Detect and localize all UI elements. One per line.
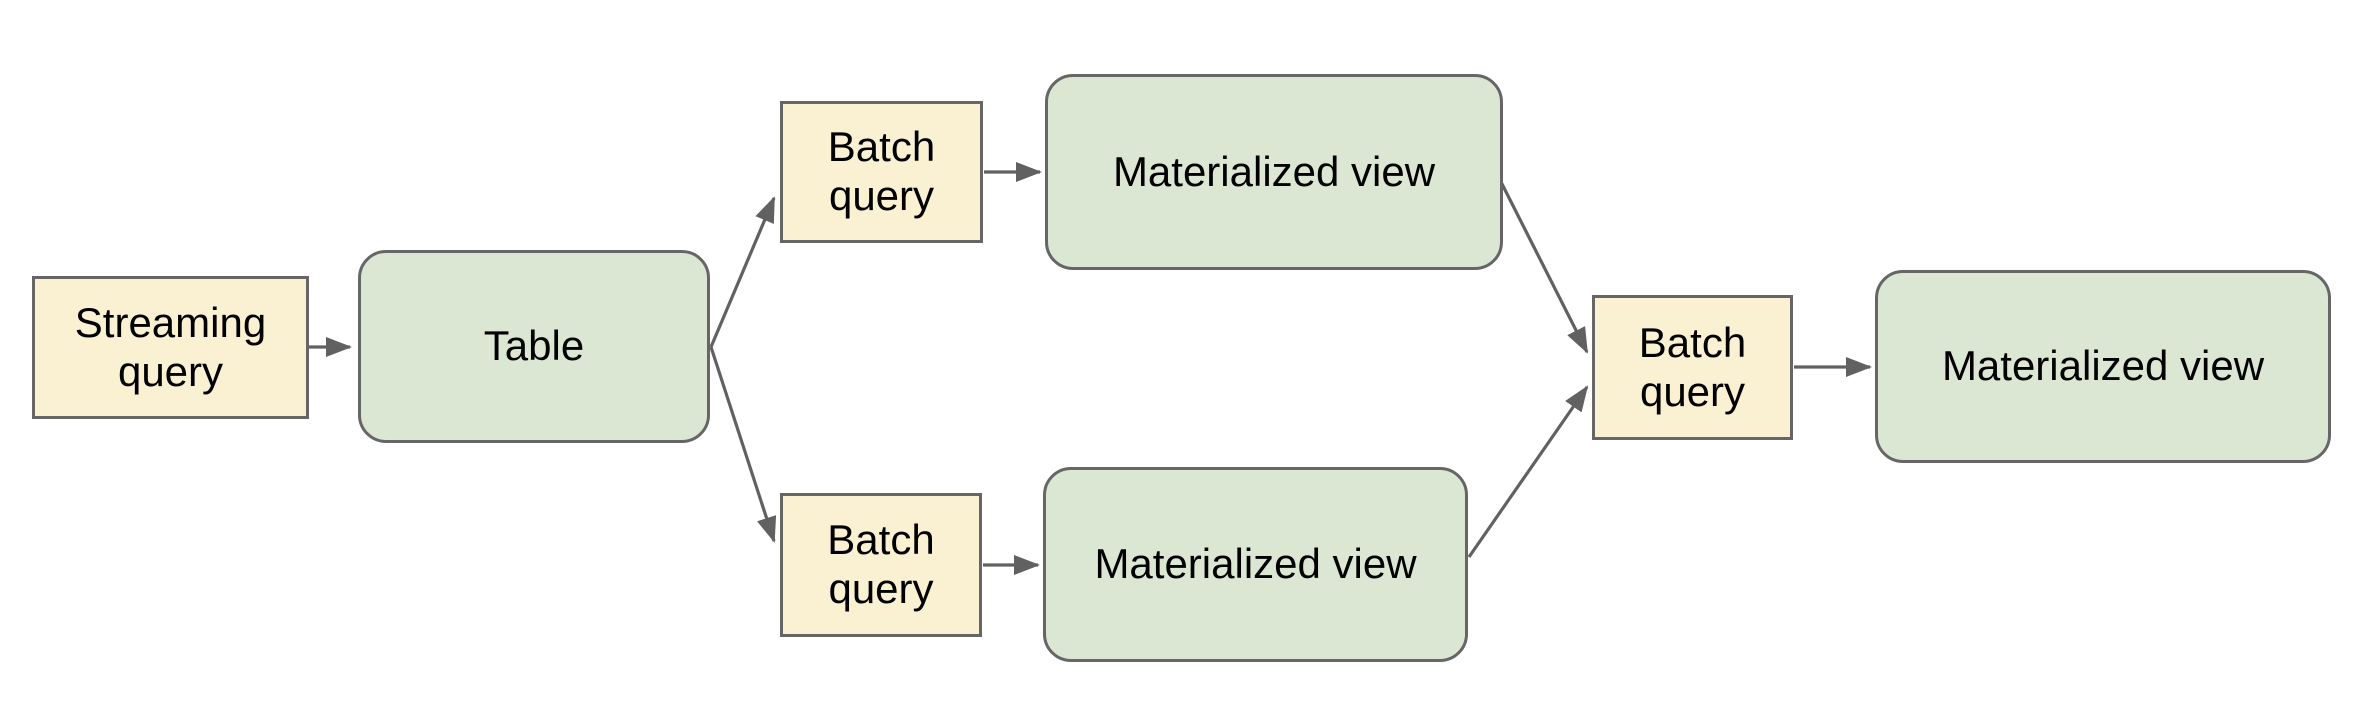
node-label: Table [483, 322, 585, 370]
node-label: Materialized view [1112, 147, 1436, 195]
node-label: Streaming query [74, 298, 267, 395]
node-table: Table [358, 250, 710, 443]
node-materialized-view-bottom: Materialized view [1043, 467, 1468, 662]
node-label: Batch query [827, 516, 935, 612]
node-batch-query-bottom: Batch query [780, 493, 982, 637]
node-label: Materialized view [1094, 540, 1417, 588]
node-streaming-query: Streaming query [32, 276, 309, 419]
node-batch-query-top: Batch query [780, 101, 983, 243]
node-materialized-view-final: Materialized view [1875, 270, 2331, 463]
node-materialized-view-top: Materialized view [1045, 74, 1503, 270]
edge-mv-top-to-batch-query-mid [1496, 175, 1589, 354]
edge-table-to-batch-query-top [709, 196, 776, 348]
edge-table-to-batch-query-bottom [709, 346, 777, 543]
node-label: Batch query [827, 123, 936, 219]
node-batch-query-mid: Batch query [1592, 295, 1793, 440]
node-label: Batch query [1638, 318, 1747, 415]
edge-mv-bottom-to-batch-query-mid [1467, 385, 1589, 558]
node-label: Materialized view [1941, 342, 2265, 390]
